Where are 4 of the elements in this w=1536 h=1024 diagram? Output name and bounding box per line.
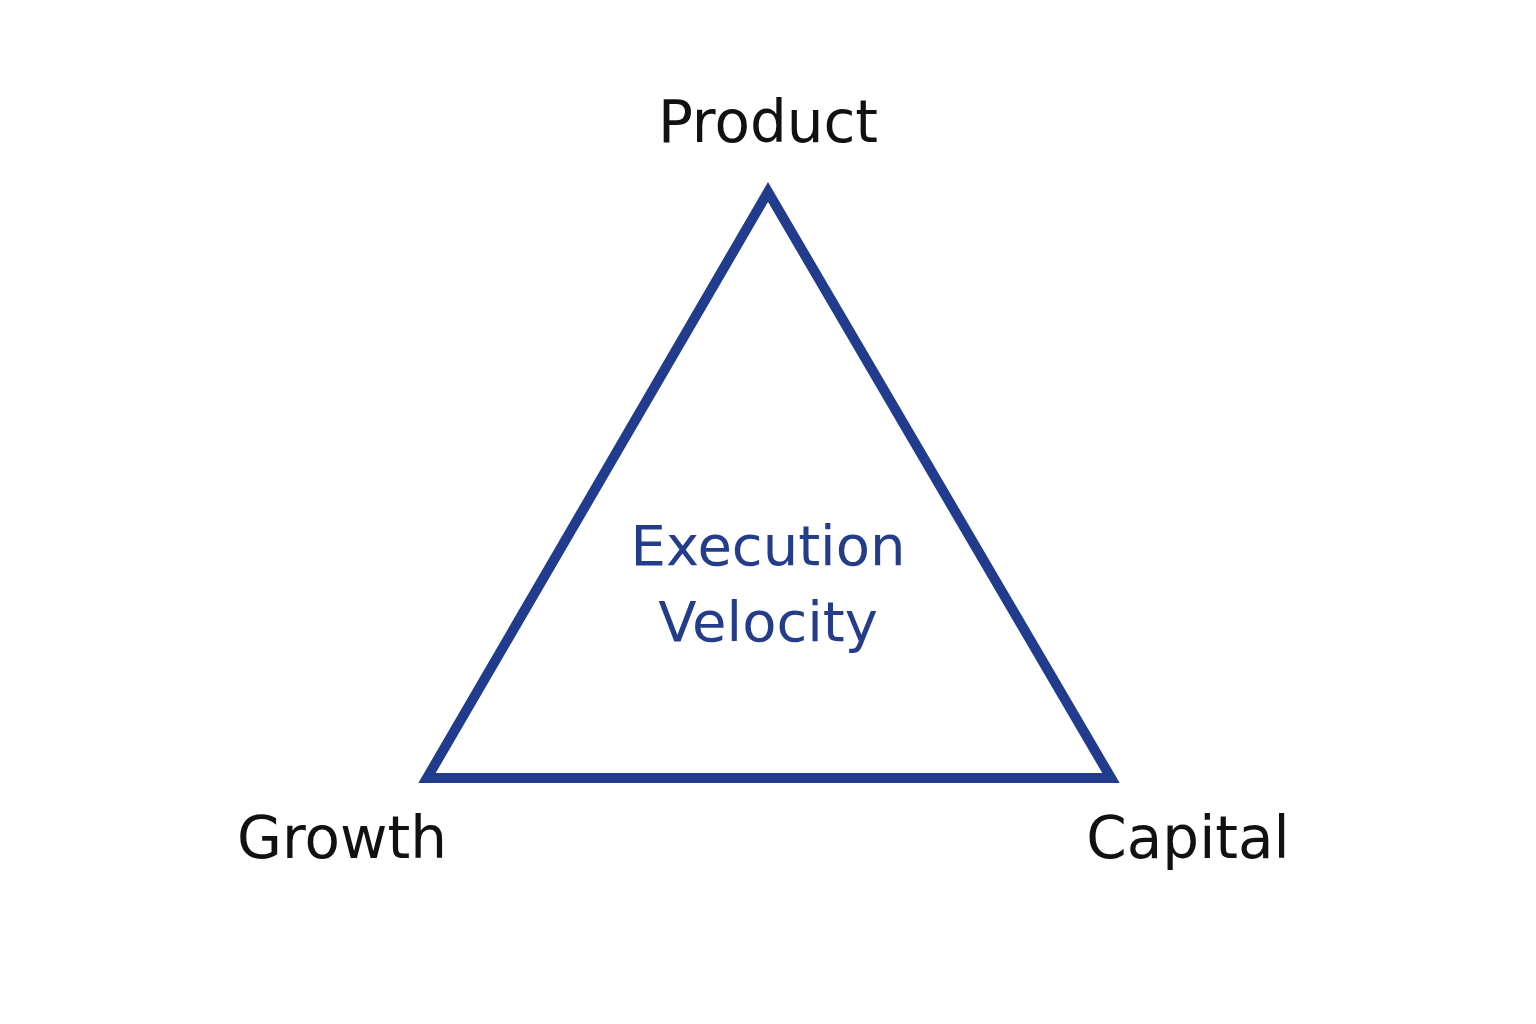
vertex-label: Capital bbox=[1086, 804, 1290, 872]
vertex-label: Growth bbox=[237, 804, 447, 872]
center-label: Execution Velocity bbox=[629, 512, 907, 656]
vertex-label: Product bbox=[657, 88, 879, 156]
